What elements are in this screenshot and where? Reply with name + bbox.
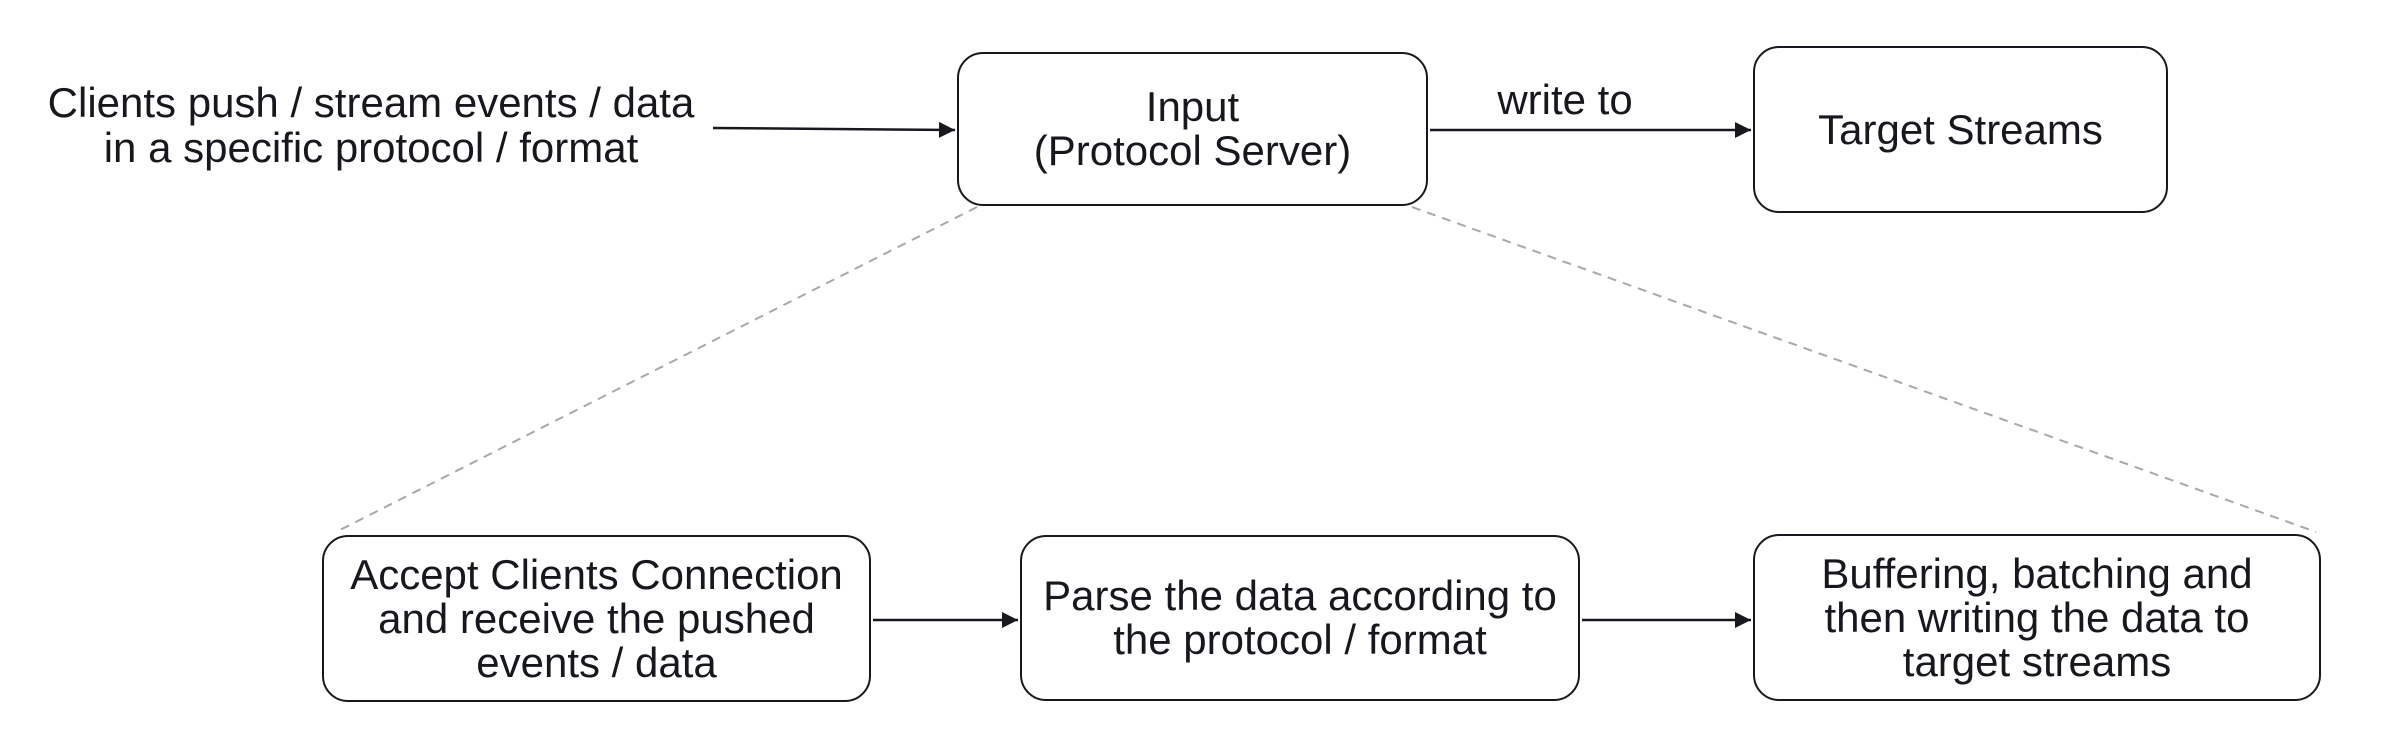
write-to-edge-label: write to [1497, 76, 1633, 123]
accept-node-line-2: and receive the pushed [378, 594, 815, 642]
buffer-node-line-1: Buffering, batching and [1821, 549, 2253, 597]
parse-data-node: Parse the data according to the protocol… [1020, 535, 1580, 701]
buffer-node-line-3: target streams [1902, 637, 2172, 685]
arrow-clients-to-input [712, 121, 956, 138]
target-streams-label: Target Streams [1818, 105, 2103, 153]
parse-node-line-2: the protocol / format [1113, 616, 1487, 663]
clients-note-line-2: in a specific protocol / format [103, 124, 639, 171]
buffering-writing-node: Buffering, batching and then writing the… [1753, 534, 2321, 701]
accept-node-line-1: Accept Clients Connection [350, 550, 843, 598]
dashed-connector-right [1411, 206, 2317, 533]
clients-note: Clients push / stream events / data in a… [40, 80, 702, 170]
accept-node-line-3: events / data [476, 638, 717, 686]
input-node-subtitle: (Protocol Server) [1033, 127, 1352, 174]
clients-note-line-1: Clients push / stream events / data [47, 79, 695, 126]
accept-connections-node: Accept Clients Connection and receive th… [322, 535, 871, 702]
input-node: Input (Protocol Server) [957, 52, 1428, 206]
input-node-title: Input [1145, 83, 1240, 130]
dashed-connector-left [339, 206, 978, 531]
buffer-node-line-2: then writing the data to [1824, 593, 2250, 641]
target-streams-node: Target Streams [1753, 46, 2168, 213]
parse-node-line-1: Parse the data according to [1043, 572, 1557, 619]
